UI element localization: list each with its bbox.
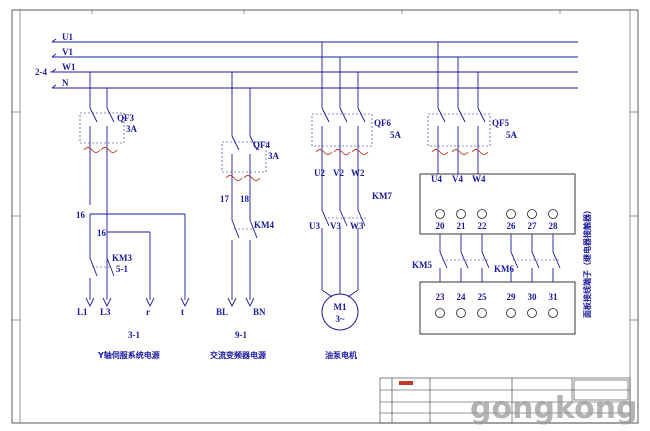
terminal-screw (527, 209, 537, 219)
pump-breaker-trip-icon (315, 149, 369, 155)
pump-caption: 油泵电机 (325, 350, 357, 360)
terminal-screw (477, 209, 487, 219)
terminal-number: 29 (507, 292, 517, 302)
terminal-screw (506, 209, 516, 219)
pump-terminal-2: V2 (333, 168, 344, 178)
servo-sheet-ref: 3-1 (128, 330, 140, 340)
terminal-row-2: 23 24 25 29 30 31 (435, 292, 559, 318)
servo-out-2: L3 (100, 307, 111, 317)
terminal-circuit (419, 42, 576, 335)
terminal-row-1: 20 21 22 26 27 28 (435, 209, 559, 231)
servo-circuit (79, 72, 190, 308)
terminal-breaker-trip-icon (431, 149, 489, 155)
bus-v1-label: V1 (62, 47, 73, 57)
terminal-number: 26 (507, 221, 517, 231)
servo-wire-a: 16 (76, 210, 86, 220)
terminal-number: 30 (528, 292, 538, 302)
terminal-breaker-rating: 5A (506, 130, 518, 140)
terminal-number: 20 (436, 221, 446, 231)
terminal-number: 27 (528, 221, 538, 231)
bus-bars (51, 38, 578, 89)
drawing-frame (11, 9, 639, 424)
terminal-screw (506, 308, 516, 318)
terminal-number: 24 (457, 292, 467, 302)
inverter-wire-a: 17 (220, 194, 230, 204)
servo-out-1: L1 (77, 307, 88, 317)
pump-circuit (311, 42, 373, 298)
terminal-number: 31 (549, 292, 559, 302)
terminal-number: 22 (478, 221, 488, 231)
terminal-input-1: U4 (431, 174, 442, 184)
pump-motor-lead-2: V3 (330, 221, 341, 231)
terminal-screw (527, 308, 537, 318)
servo-breaker-label: QF3 (117, 113, 134, 123)
inverter-breaker-trip-icon (225, 175, 261, 181)
servo-caption: Y轴伺服系统电源 (97, 350, 160, 360)
pump-contactor-label: KM7 (372, 191, 392, 201)
bus-w1-label: W1 (62, 62, 76, 72)
inverter-wire-b: 18 (240, 194, 250, 204)
title-block-logo (399, 381, 413, 385)
terminal-screw (548, 209, 558, 219)
inverter-breaker-rating: 3A (268, 151, 280, 161)
frame-zone-ticks (12, 10, 638, 321)
bus-group-label: 2-4 (35, 67, 47, 77)
servo-wire-b: 16 (97, 228, 107, 238)
inverter-out-1: BL (216, 307, 228, 317)
inverter-caption: 交流变频器电源 (210, 350, 266, 360)
terminal-input-3: W4 (472, 174, 486, 184)
terminal-screw (456, 308, 466, 318)
terminal-screw (435, 308, 445, 318)
terminal-contactor-b: KM6 (494, 264, 514, 274)
terminal-contactor-a: KM5 (412, 260, 432, 270)
pump-terminal-3: W2 (351, 168, 365, 178)
pump-breaker-rating: 5A (390, 130, 402, 140)
inverter-breaker-label: QF4 (253, 140, 270, 150)
inverter-circuit (221, 72, 267, 308)
terminal-screw (435, 209, 445, 219)
terminal-number: 25 (478, 292, 488, 302)
pump-motor-symbol (321, 293, 359, 331)
pump-motor-label: M1 (334, 302, 347, 312)
watermark: gongkong (470, 391, 638, 426)
bus-u1-label: U1 (62, 32, 73, 42)
terminal-input-2: V4 (452, 174, 463, 184)
bus-n-label: N (62, 78, 69, 88)
pump-breaker-label: QF6 (374, 118, 391, 128)
servo-out-4: t (181, 307, 184, 317)
pump-terminal-1: U2 (314, 168, 325, 178)
terminal-screw (477, 308, 487, 318)
inverter-sheet-ref: 9-1 (235, 330, 247, 340)
terminal-number: 23 (436, 292, 446, 302)
servo-out-3: r (146, 307, 150, 317)
inverter-contactor-label: KM4 (254, 220, 274, 230)
pump-motor-lead-1: U3 (309, 221, 320, 231)
servo-contactor-ref: 5-1 (116, 264, 128, 274)
title-block (379, 377, 631, 424)
pump-motor-type: 3~ (335, 314, 345, 324)
terminal-number: 28 (549, 221, 559, 231)
terminal-screw (456, 209, 466, 219)
servo-breaker-trip-icon (83, 147, 118, 153)
servo-breaker-rating: 3A (126, 124, 138, 134)
terminal-breaker-label: QF5 (492, 118, 509, 128)
servo-contactor-label: KM3 (112, 253, 132, 263)
terminal-caption: 面板接线端子（继电器接触器） (582, 206, 592, 318)
pump-motor-lead-3: W3 (350, 221, 364, 231)
terminal-number: 21 (457, 221, 467, 231)
terminal-screw (548, 308, 558, 318)
inverter-out-2: BN (253, 307, 266, 317)
